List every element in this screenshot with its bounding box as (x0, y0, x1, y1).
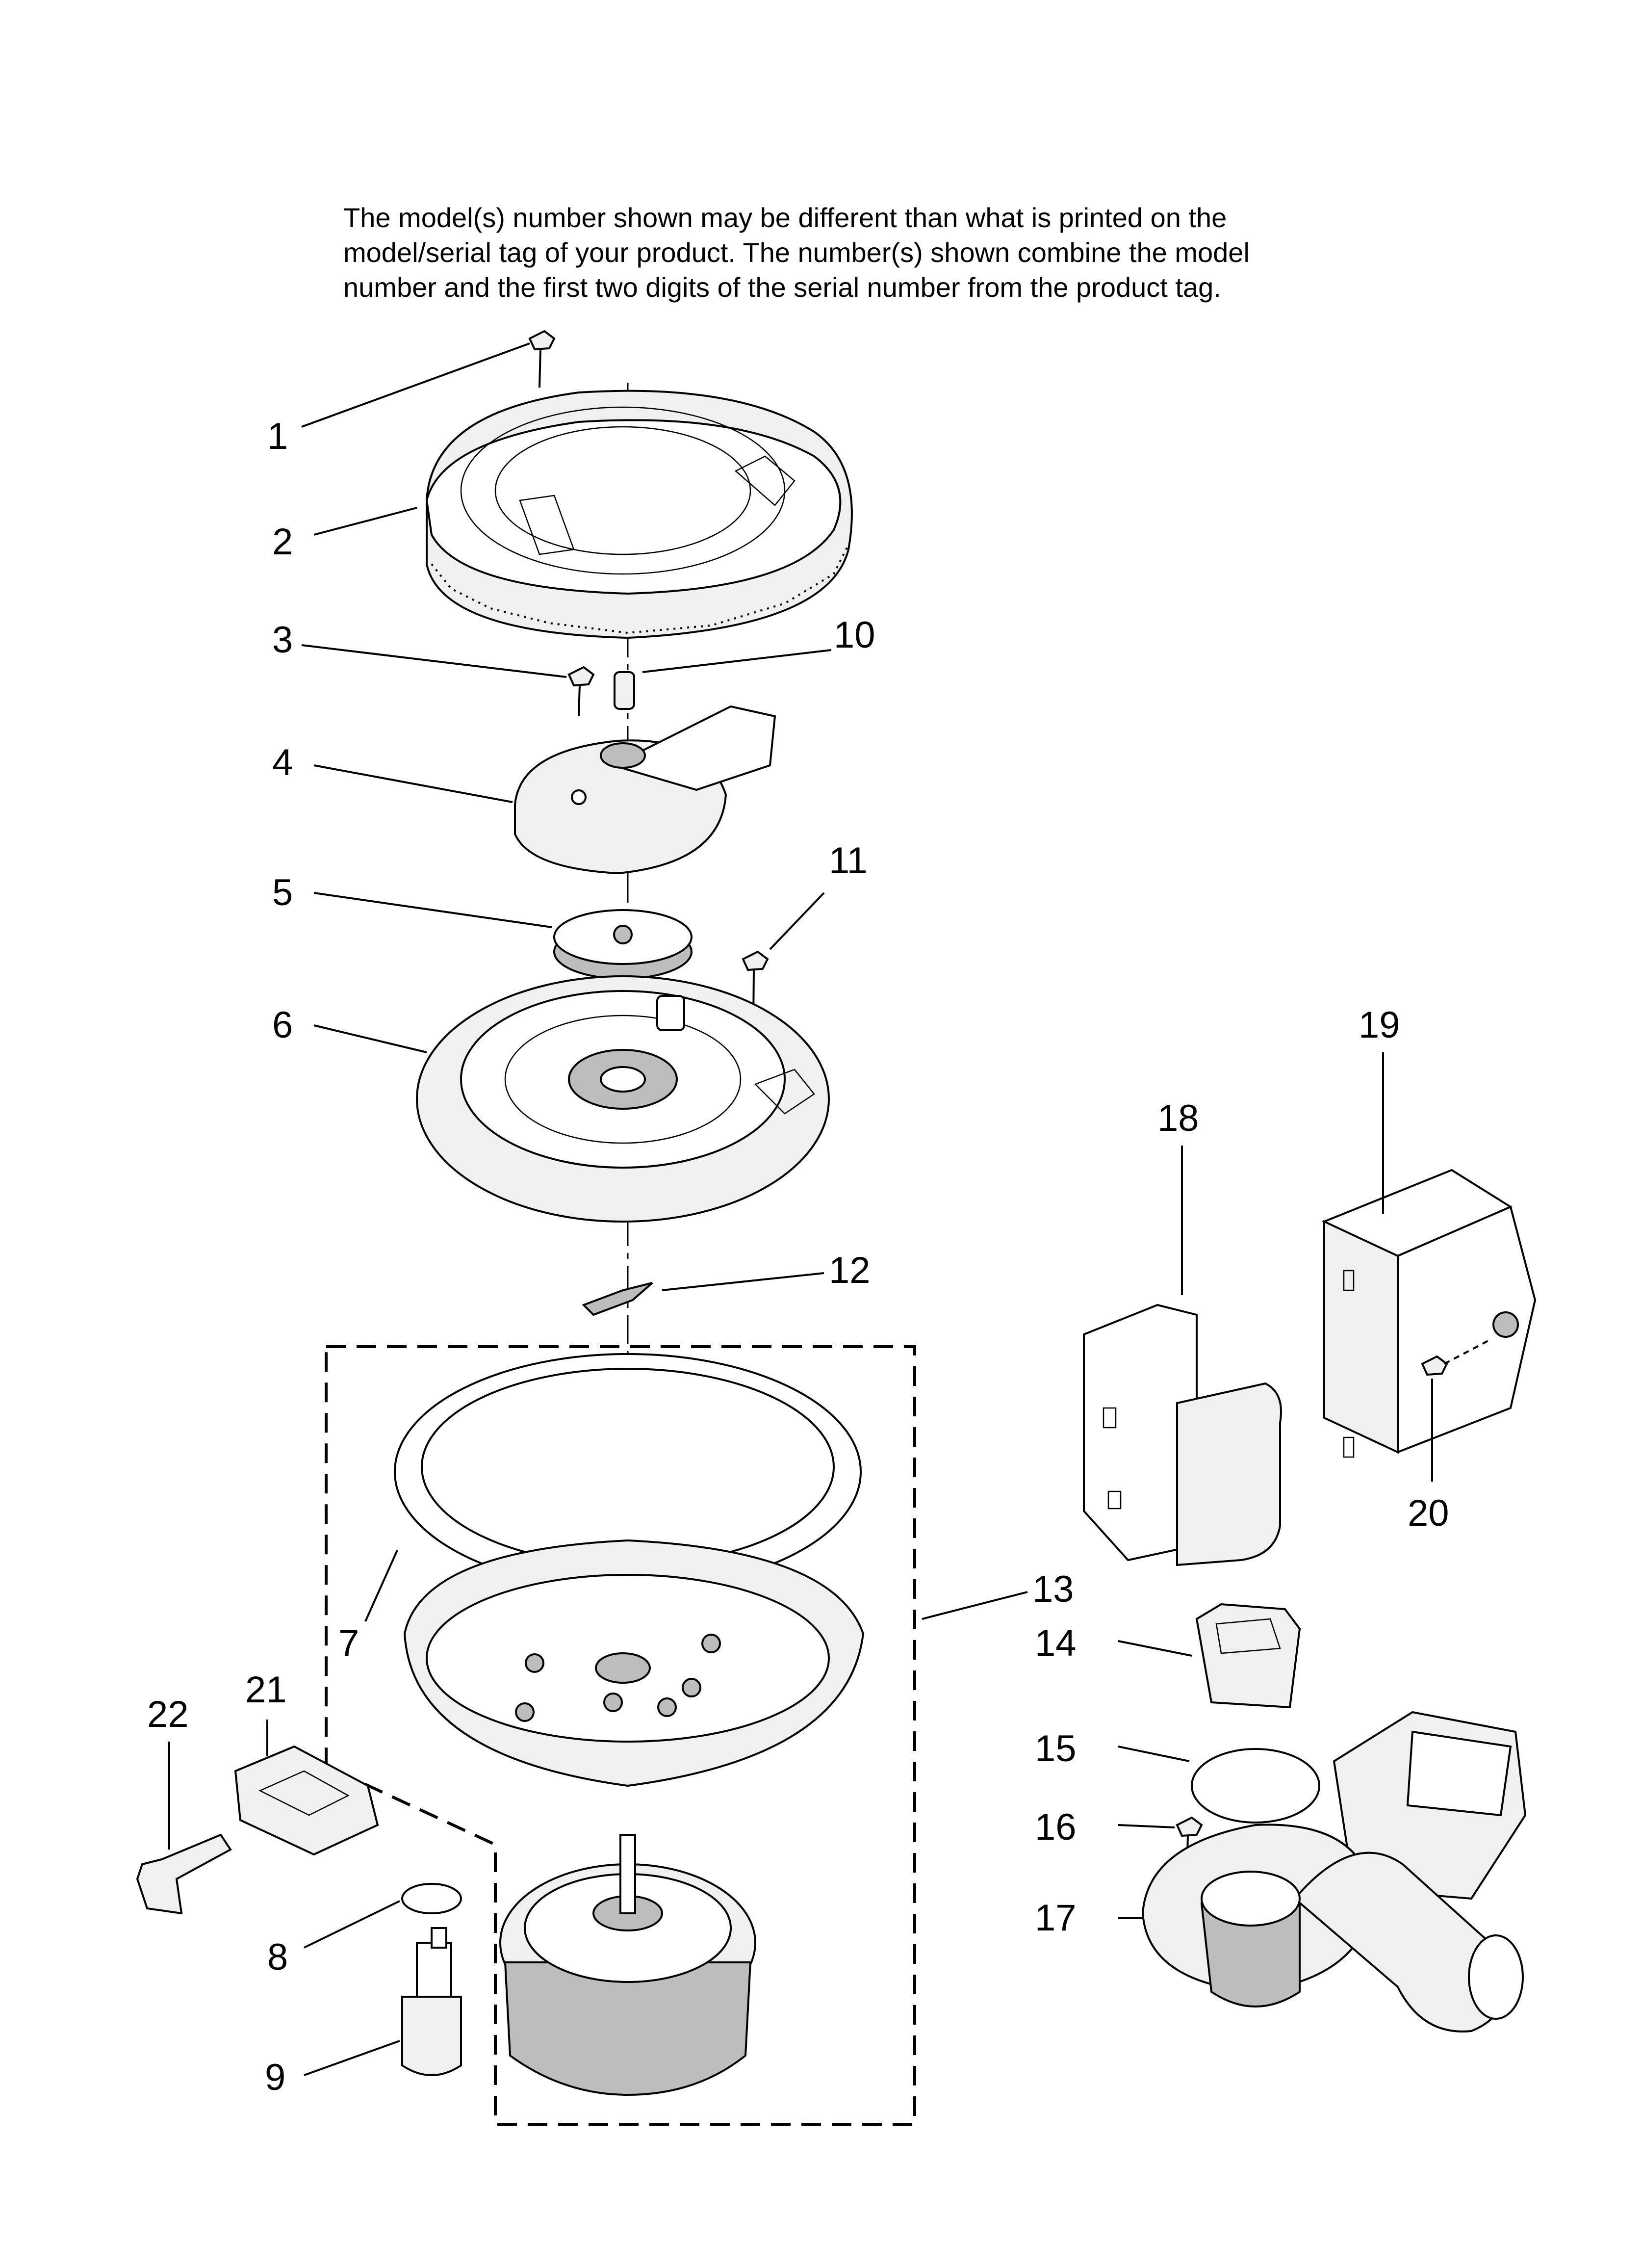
callout-6: 6 (272, 1004, 293, 1046)
callout-11: 11 (829, 840, 868, 882)
callout-4: 4 (272, 742, 293, 783)
callout-13: 13 (1032, 1568, 1074, 1610)
part-motor-assembly (499, 1834, 756, 2096)
part-19-control-box (1321, 1169, 1537, 1458)
callout-18: 18 (1157, 1097, 1199, 1139)
part-3-screw (567, 666, 595, 717)
part-2-filter-cover (425, 390, 853, 639)
part-1-screw (528, 330, 556, 388)
callout-15: 15 (1035, 1728, 1077, 1770)
model-number-note: The model(s) number shown may be differe… (343, 200, 1471, 305)
callout-2: 2 (272, 521, 293, 563)
part-6-fan-plate (416, 975, 830, 1223)
part-9-connector (401, 1927, 462, 2076)
callout-5: 5 (272, 872, 293, 913)
callout-17: 17 (1035, 1897, 1077, 1939)
callout-19: 19 (1359, 1004, 1400, 1046)
callout-1: 1 (267, 416, 288, 457)
note-line-3: number and the first two digits of the s… (343, 272, 1221, 303)
callout-9: 9 (265, 2057, 285, 2098)
part-20-screw (1421, 1338, 1491, 1376)
callout-16: 16 (1035, 1806, 1077, 1848)
part-7-seal-ring-and-sump (394, 1353, 865, 1787)
part-17-drain-pump (1141, 1711, 1527, 2033)
callout-3: 3 (272, 619, 293, 661)
callout-20: 20 (1408, 1492, 1449, 1534)
part-15-o-ring (1191, 1748, 1320, 1824)
part-21-clip-housing (234, 1745, 379, 1856)
callout-10: 10 (834, 614, 875, 656)
part-5-impeller (553, 909, 693, 980)
callout-12: 12 (829, 1250, 871, 1291)
callout-7: 7 (338, 1622, 359, 1664)
note-line-2: model/serial tag of your product. The nu… (343, 237, 1250, 268)
part-22-lever (136, 1833, 232, 1915)
callout-21: 21 (245, 1669, 287, 1711)
part-4-pump-housing (514, 705, 776, 875)
part-18-bracket (1083, 1303, 1282, 1566)
part-8-o-ring (401, 1883, 462, 1914)
callout-22: 22 (147, 1694, 189, 1735)
note-line-1: The model(s) number shown may be differe… (343, 202, 1227, 233)
part-12-gasket (582, 1282, 653, 1316)
leader-lines (168, 342, 1433, 2076)
callout-14: 14 (1035, 1622, 1077, 1664)
callout-8: 8 (267, 1936, 288, 1978)
part-10-shaft-cap (614, 671, 635, 710)
part-14-connector-cap (1195, 1603, 1301, 1709)
